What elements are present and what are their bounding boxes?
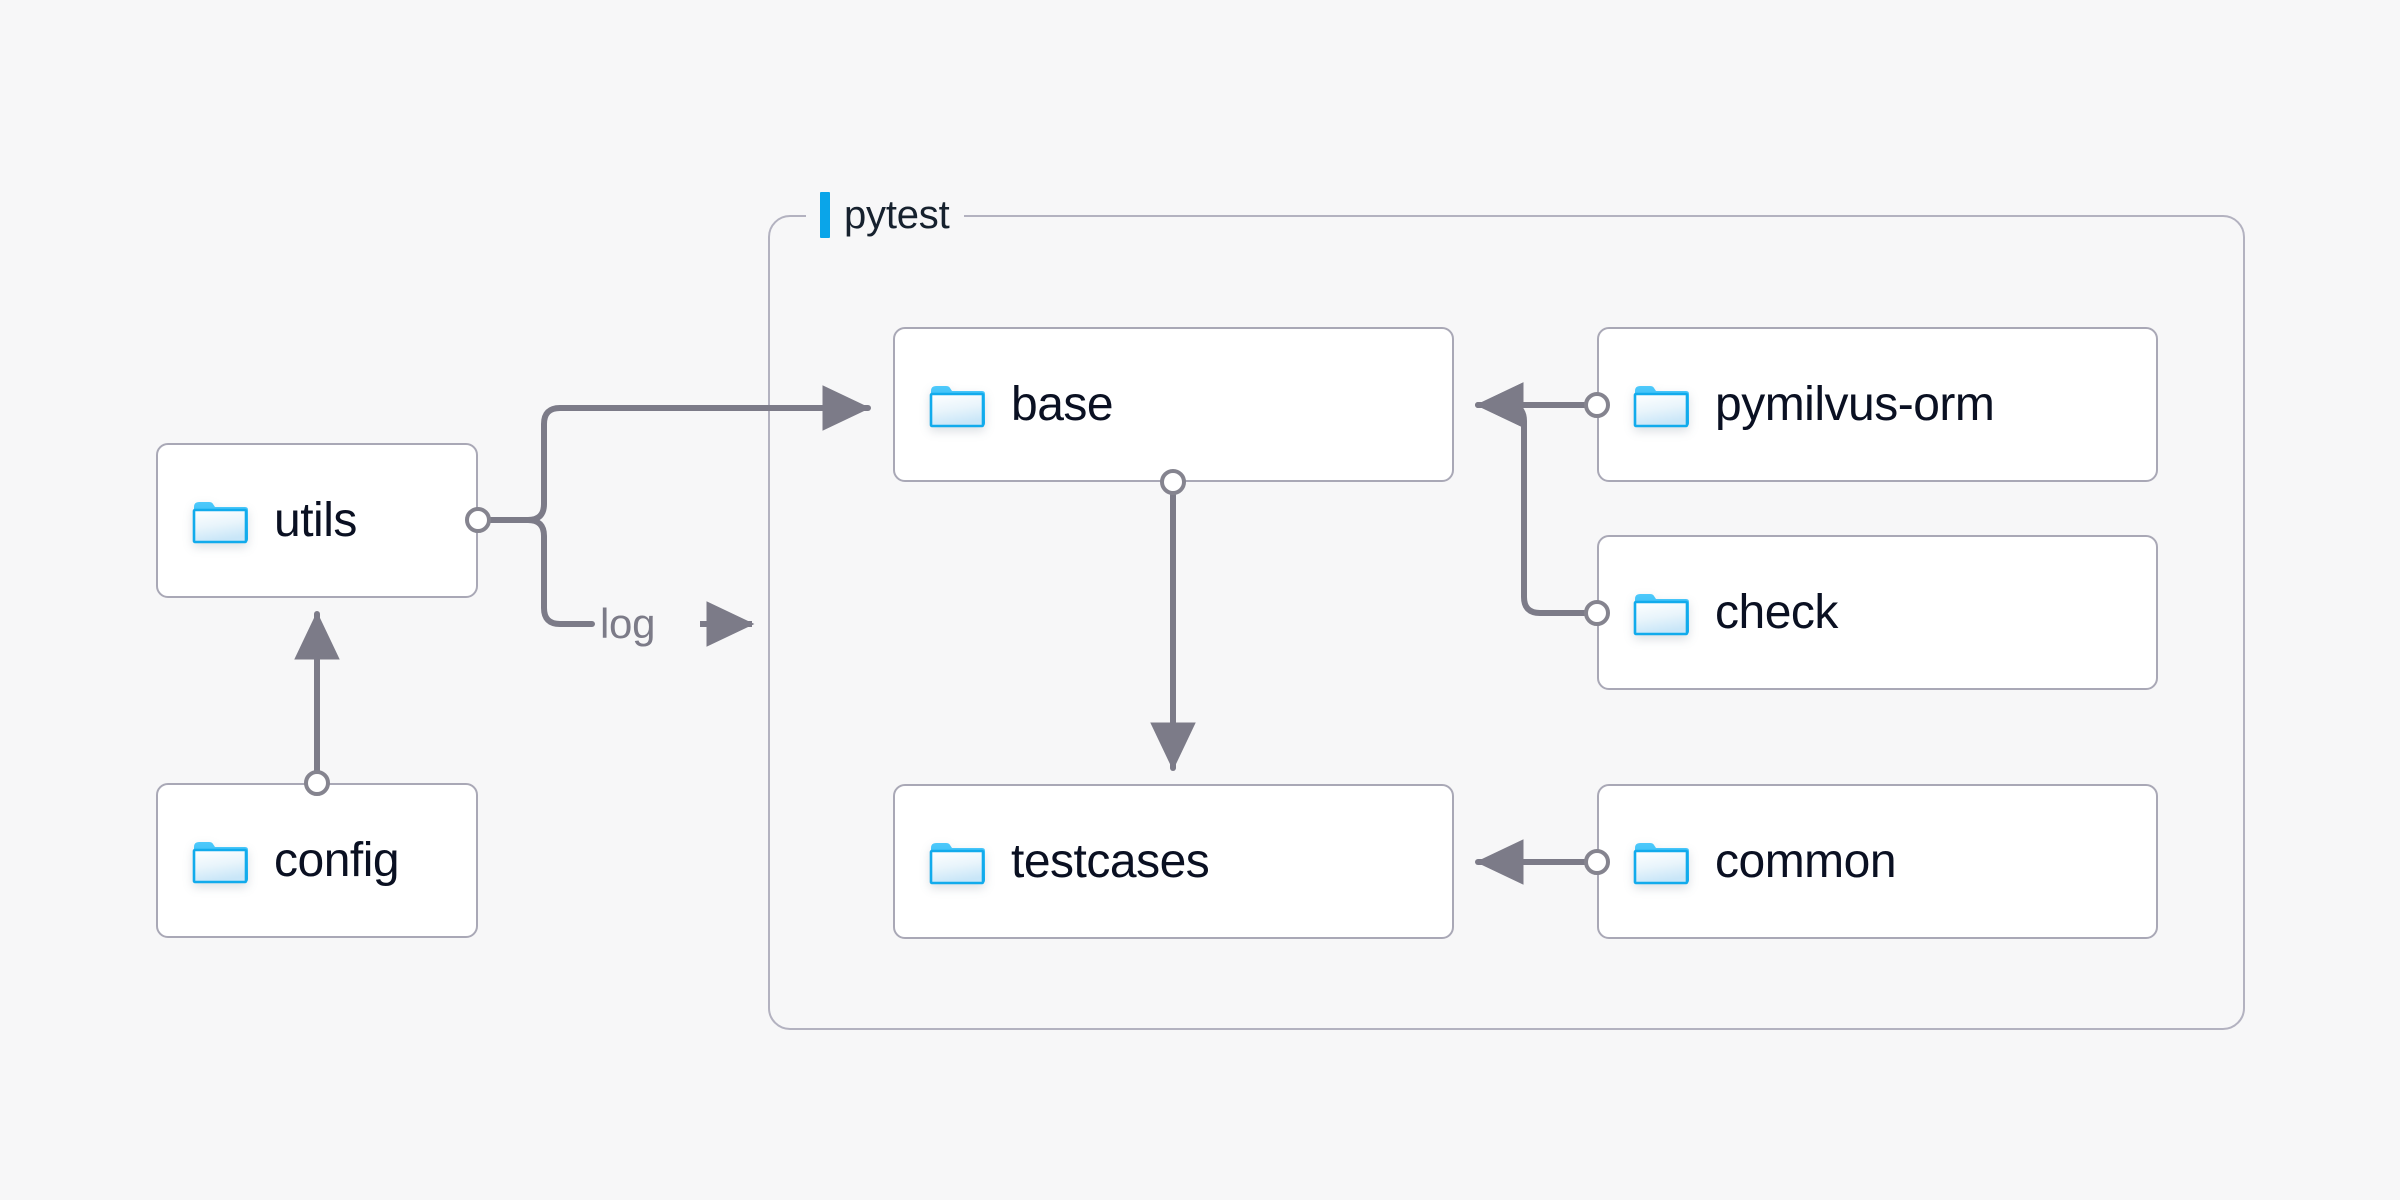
handle-common-left[interactable] (1584, 849, 1610, 875)
node-common[interactable]: common (1597, 784, 2158, 939)
node-check-label: check (1715, 586, 1838, 639)
node-config-label: config (274, 834, 400, 887)
handle-config-top[interactable] (304, 770, 330, 796)
handle-check-left[interactable] (1584, 600, 1610, 626)
node-testcases-label: testcases (1011, 835, 1210, 888)
folder-icon (929, 382, 985, 428)
node-common-label: common (1715, 835, 1897, 888)
folder-icon (1633, 839, 1689, 885)
folder-icon (929, 839, 985, 885)
node-base[interactable]: base (893, 327, 1454, 482)
node-check[interactable]: check (1597, 535, 2158, 690)
edge-label-log: log (600, 600, 656, 647)
handle-utils-right[interactable] (465, 507, 491, 533)
folder-icon (192, 498, 248, 544)
node-base-label: base (1011, 378, 1114, 431)
edge-check-to-base[interactable] (1475, 382, 1589, 616)
node-pymilvus-orm[interactable]: pymilvus-orm (1597, 327, 2158, 482)
group-pytest-label: pytest (844, 192, 950, 237)
handle-base-bottom[interactable] (1160, 469, 1186, 495)
handle-pymilvus-orm-left[interactable] (1584, 392, 1610, 418)
group-pytest[interactable] (768, 215, 2245, 1030)
group-pytest-label-wrap: pytest (806, 189, 964, 241)
vertical-bar-icon (820, 192, 830, 238)
edge-utils-to-log[interactable] (488, 517, 755, 647)
folder-icon (1633, 382, 1689, 428)
node-utils-label: utils (274, 494, 357, 547)
folder-icon (1633, 590, 1689, 636)
node-utils[interactable]: utils (156, 443, 478, 598)
node-testcases[interactable]: testcases (893, 784, 1454, 939)
edge-utils-to-base[interactable] (488, 385, 871, 523)
folder-icon (192, 838, 248, 884)
node-pymilvus-orm-label: pymilvus-orm (1715, 378, 1995, 431)
